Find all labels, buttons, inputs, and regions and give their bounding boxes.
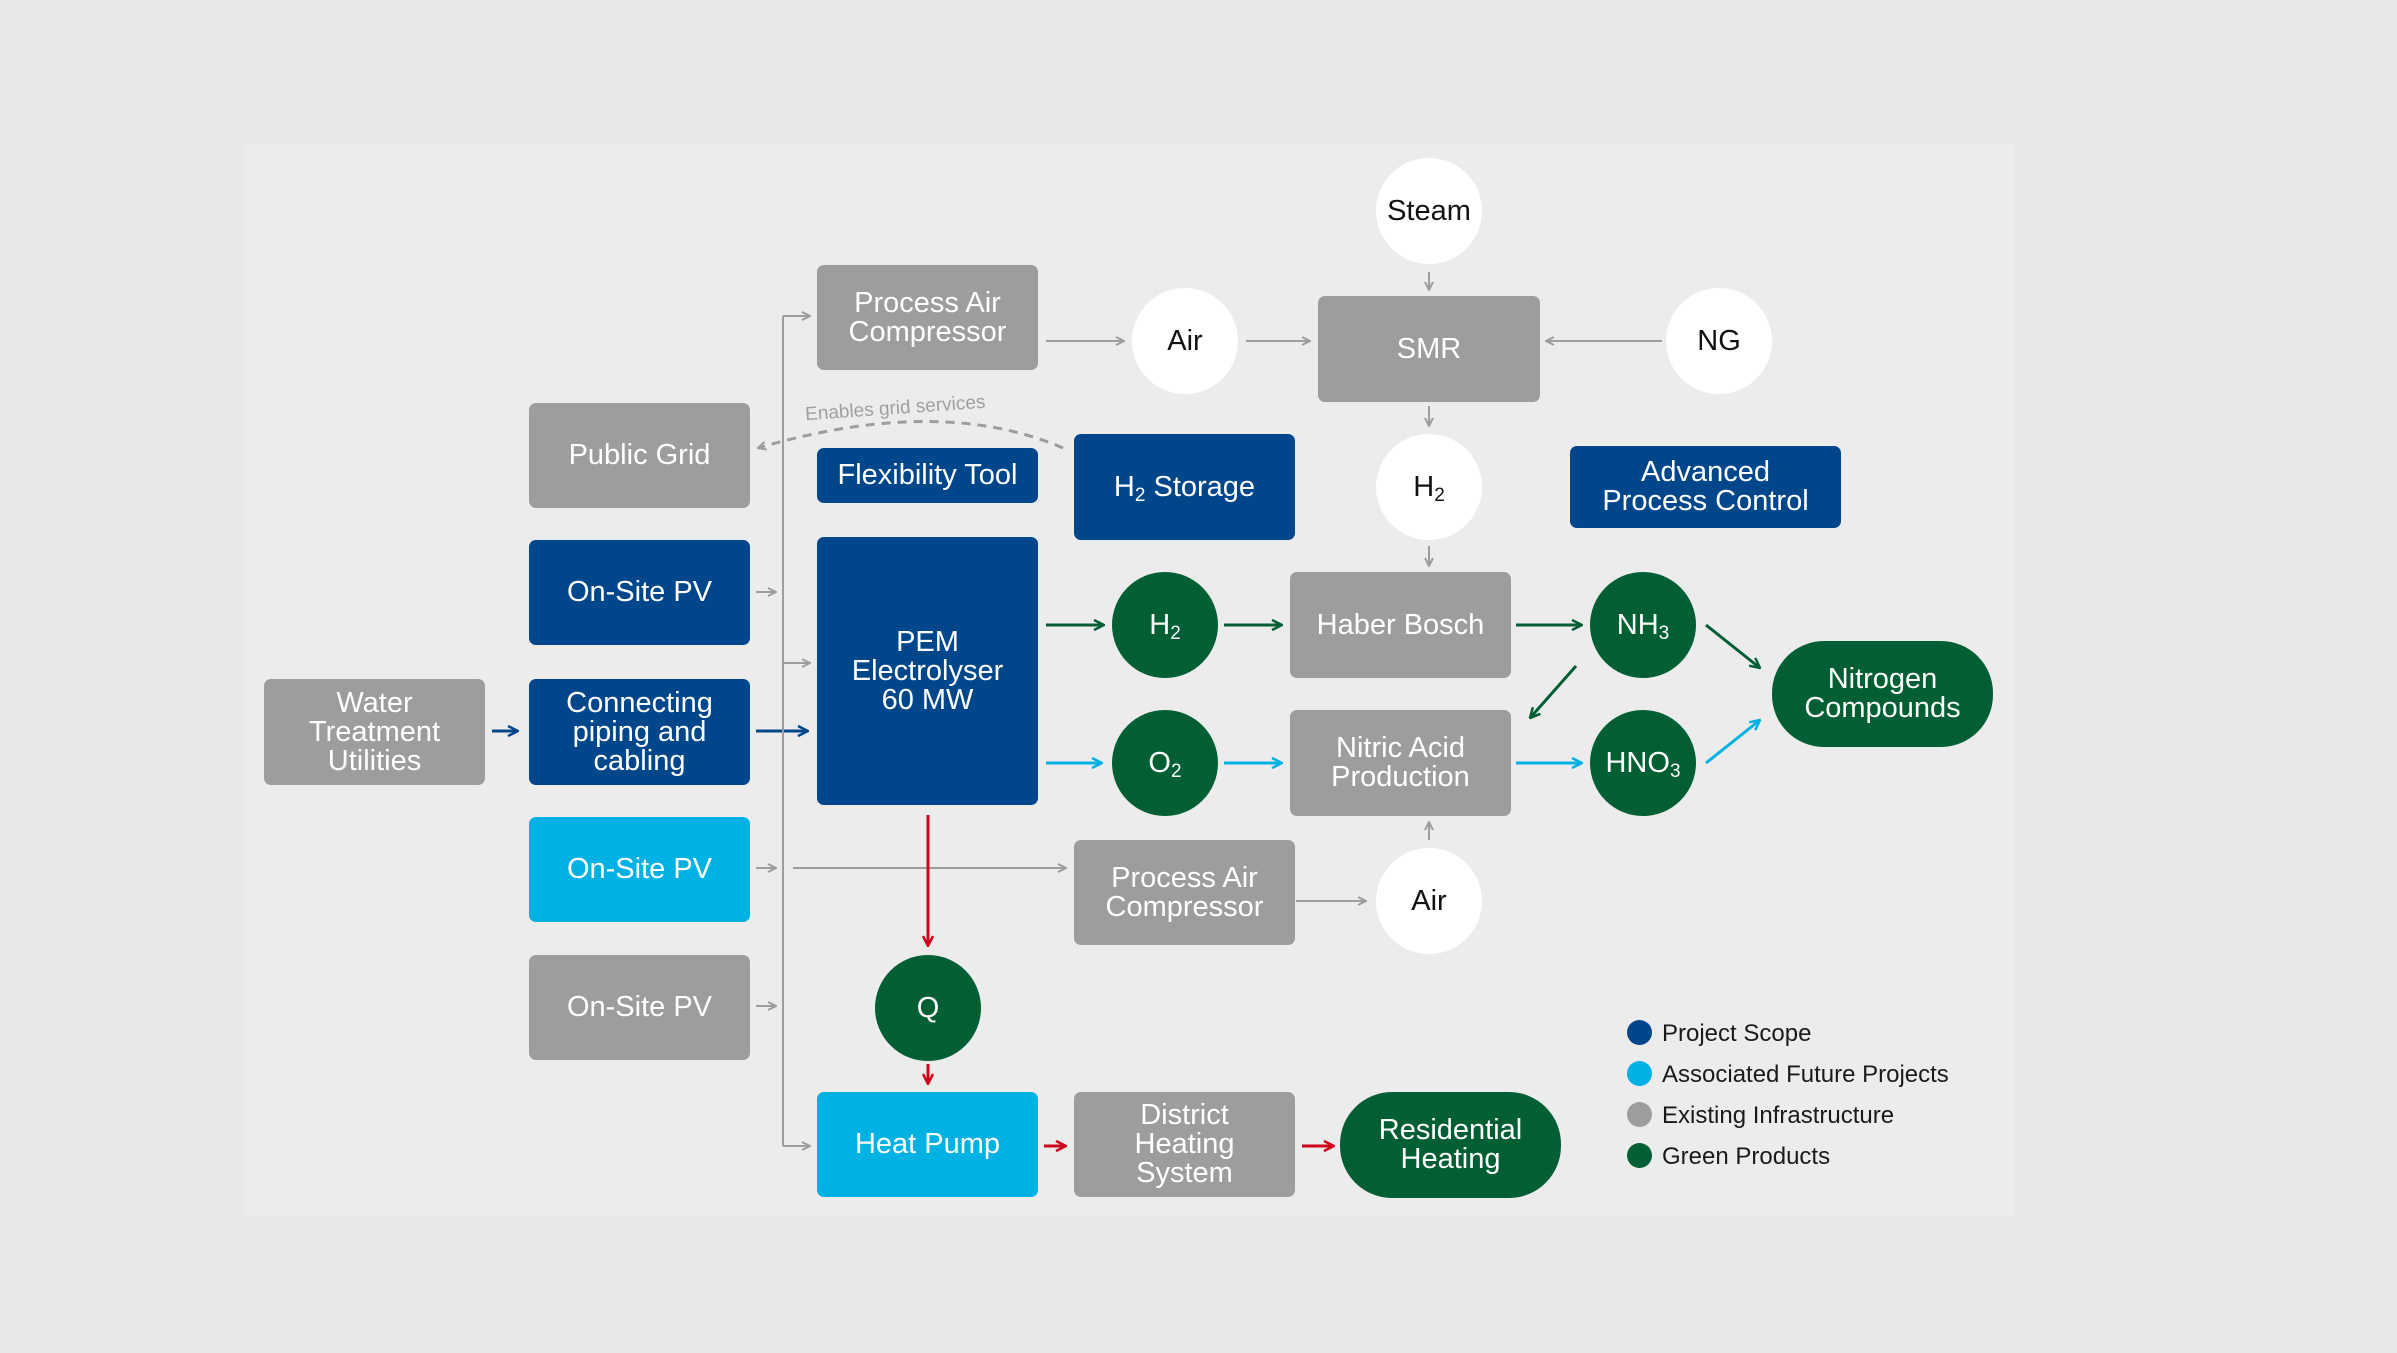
- legend-label-project-scope: Project Scope: [1662, 1020, 1812, 1047]
- air-bottom-node: Air: [1376, 848, 1482, 954]
- smr-node: SMR: [1318, 296, 1540, 402]
- process-air-compressor-top-node: Process Air Compressor: [817, 265, 1038, 370]
- nitric-acid-production-node: Nitric Acid Production: [1290, 710, 1511, 816]
- grid-services-curve: [758, 420, 1064, 449]
- h2-green-label: H: [1149, 608, 1171, 641]
- legend-dot-project-scope: [1627, 1020, 1652, 1045]
- nitrogen-compounds-node: Nitrogen Compounds: [1772, 641, 1993, 747]
- district-heating-node: District Heating System: [1074, 1092, 1295, 1197]
- arrow-nh3-to-nitric: [1530, 665, 1578, 718]
- haber-bosch-node: Haber Bosch: [1290, 572, 1511, 678]
- legend-dot-existing-infrastructure: [1627, 1102, 1652, 1127]
- onsite-pv-future-node: On-Site PV: [529, 817, 750, 922]
- pem-electrolyser-node: PEM Electrolyser 60 MW: [817, 537, 1038, 805]
- arrow-nh3-to-nitrogen: [1705, 623, 1760, 668]
- connecting-piping-node: Connecting piping and cabling: [529, 679, 750, 785]
- legend-label-future-projects: Associated Future Projects: [1662, 1061, 1949, 1088]
- h2-storage-subscript: 2: [1134, 484, 1146, 506]
- air-top-node: Air: [1132, 288, 1238, 394]
- onsite-pv-scope-node: On-Site PV: [529, 540, 750, 645]
- hno3-subscript: 3: [1669, 760, 1681, 782]
- hno3-label: HNO: [1605, 746, 1670, 779]
- process-air-compressor-bottom-node: Process Air Compressor: [1074, 840, 1295, 945]
- nh3-subscript: 3: [1658, 622, 1670, 644]
- h2-storage-label: H: [1113, 470, 1135, 503]
- h2-smr-subscript: 2: [1434, 484, 1445, 506]
- legend-label-existing-infrastructure: Existing Infrastructure: [1662, 1102, 1895, 1129]
- legend-dot-green-products: [1627, 1143, 1652, 1168]
- flexibility-tool-node: Flexibility Tool: [817, 448, 1038, 503]
- o2-label: O: [1148, 746, 1171, 779]
- onsite-pv-existing-node: On-Site PV: [529, 955, 750, 1060]
- h2-smr-label: H: [1413, 470, 1435, 503]
- heat-pump-node: Heat Pump: [817, 1092, 1038, 1197]
- residential-heating-node: Residential Heating: [1340, 1092, 1561, 1198]
- water-treatment-utilities-node: Water Treatment Utilities: [264, 679, 485, 785]
- h2-storage-label-rest: Storage: [1145, 470, 1256, 503]
- o2-subscript: 2: [1170, 760, 1182, 782]
- advanced-process-control-node: Advanced Process Control: [1570, 446, 1841, 528]
- legend-label-green-products: Green Products: [1662, 1143, 1831, 1170]
- legend-dot-future-projects: [1627, 1061, 1652, 1086]
- arrow-hno3-to-nitrogen: [1705, 720, 1760, 765]
- nh3-label: NH: [1616, 608, 1659, 641]
- q-heat-node: Q: [875, 955, 981, 1061]
- h2-green-subscript: 2: [1170, 622, 1181, 644]
- steam-node: Steam: [1376, 158, 1482, 264]
- ng-node: NG: [1666, 288, 1772, 394]
- public-grid-node: Public Grid: [529, 403, 750, 508]
